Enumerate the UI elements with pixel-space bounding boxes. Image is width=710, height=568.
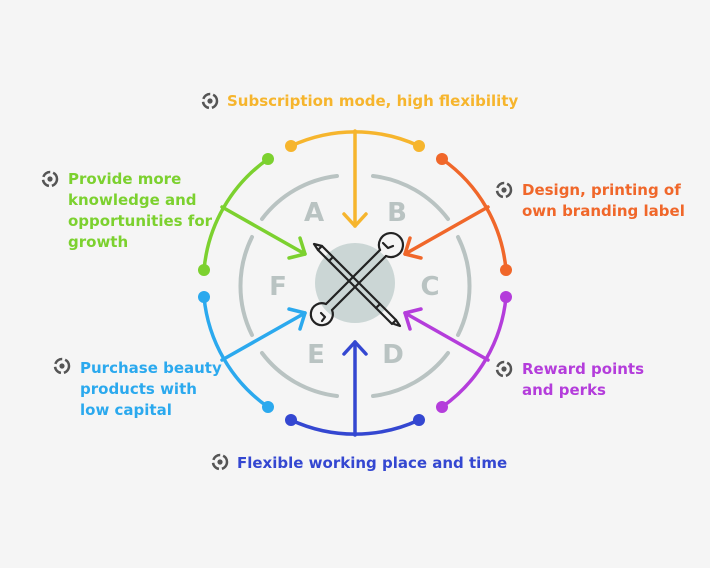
target-bullet-icon (53, 357, 71, 375)
segment-letter-f: F (269, 272, 287, 302)
arrow-purchase (220, 307, 307, 362)
crossed-wrench-and-pen-icon (309, 232, 404, 328)
target-bullet-icon (495, 181, 513, 199)
arrow-knowledge (220, 205, 307, 260)
target-bullet-icon (495, 360, 513, 378)
segment-letter-e: E (307, 340, 325, 370)
center-hub (315, 243, 395, 323)
label-knowledge: Provide more knowledge and opportunities… (68, 170, 213, 251)
target-bullet-icon (211, 453, 229, 471)
label-purchase: Purchase beauty products with low capita… (80, 359, 222, 419)
arrow-reward (403, 307, 490, 362)
arrow-flexible (342, 340, 368, 437)
inner-ring-arc-top-left (260, 174, 339, 221)
arrow-design (403, 205, 490, 260)
inner-ring-arc-right (456, 235, 472, 337)
segment-letter-c: C (420, 272, 439, 302)
segment-letter-d: D (382, 340, 404, 370)
label-reward: Reward points and perks (522, 360, 645, 399)
segment-letter-a: A (304, 198, 324, 228)
target-bullet-icon (201, 92, 219, 110)
inner-ring-arc-left (238, 235, 254, 337)
target-bullet-icon (41, 170, 59, 188)
label-subscription: Subscription mode, high flexibility (227, 92, 519, 110)
inner-ring-arc-bottom-left (260, 351, 339, 398)
label-design: Design, printing of own branding label (522, 181, 685, 220)
arrow-subscription (342, 129, 368, 228)
segment-letter-b: B (387, 198, 407, 228)
inner-ring (238, 174, 472, 398)
inner-ring-arc-top-right (371, 174, 450, 221)
label-flexible: Flexible working place and time (237, 454, 508, 472)
inner-ring-arc-bottom-right (371, 351, 450, 398)
